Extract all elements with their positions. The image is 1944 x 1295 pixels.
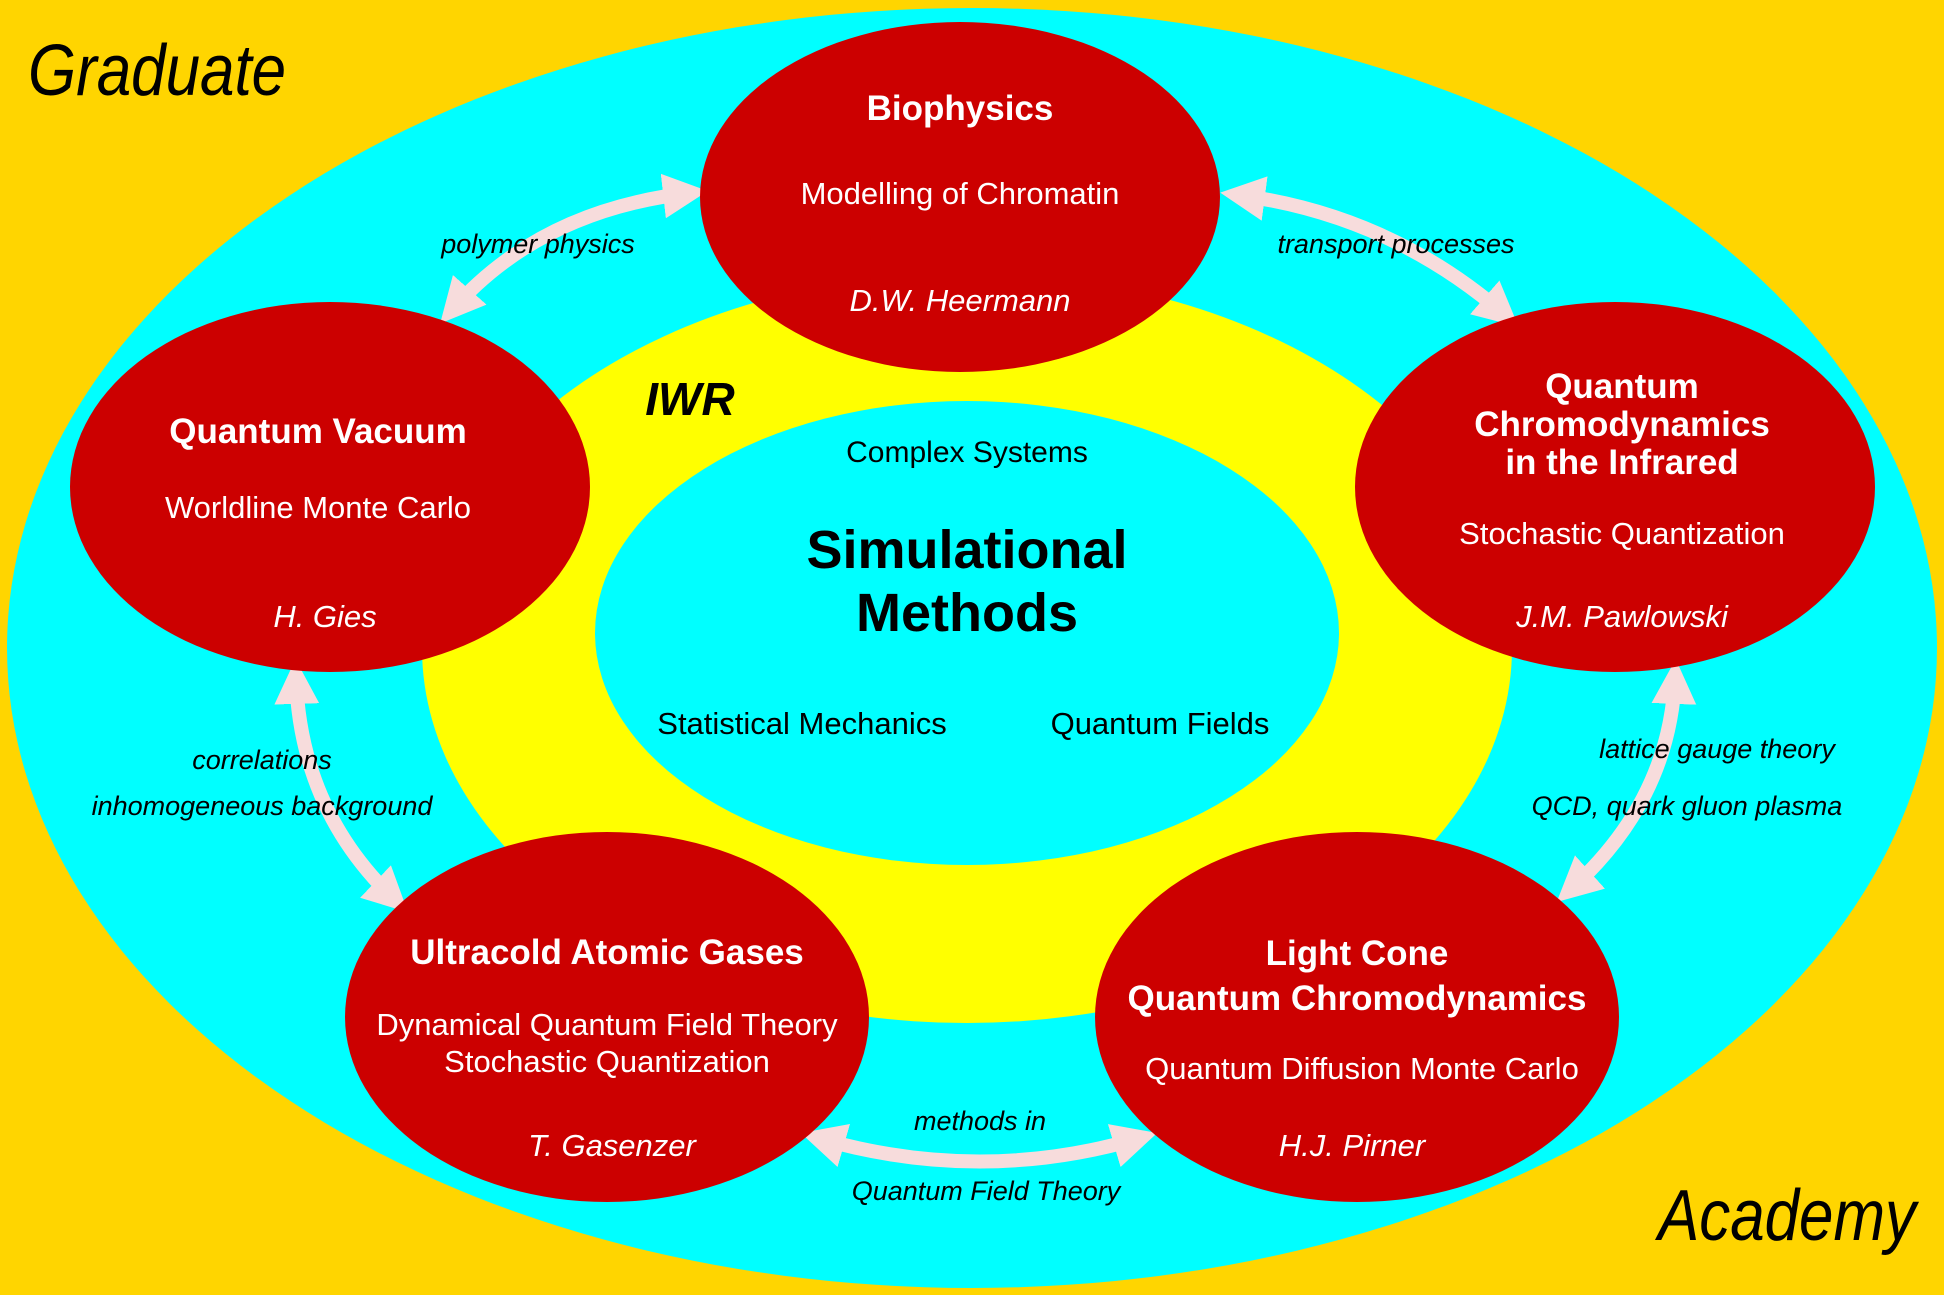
core-left-label: Statistical Mechanics <box>657 706 946 741</box>
node-light-cone-text: Light Cone Quantum Chromodynamics Quantu… <box>1128 934 1587 1163</box>
node-title-line2: Chromodynamics <box>1474 405 1770 444</box>
core-ellipse <box>595 401 1339 865</box>
arrow-ultracold-lightcone <box>800 1123 1158 1169</box>
node-method: Worldline Monte Carlo <box>165 490 471 525</box>
arrow-vacuum-ultracold <box>274 659 409 913</box>
node-title-line1: Light Cone <box>1266 934 1449 973</box>
link-label-qft: Quantum Field Theory <box>852 1176 1122 1206</box>
node-method-line1: Dynamical Quantum Field Theory <box>376 1007 838 1042</box>
link-labels: polymer physics transport processes corr… <box>92 229 1843 1206</box>
link-label-correlations: correlations <box>192 745 332 775</box>
node-title: Ultracold Atomic Gases <box>410 933 804 972</box>
core-content: Complex Systems Simulational Methods Sta… <box>657 436 1269 741</box>
node-light-cone <box>1095 832 1619 1202</box>
node-title: Quantum Vacuum <box>169 412 467 451</box>
node-title: Biophysics <box>867 89 1054 128</box>
link-label-methods-in: methods in <box>914 1106 1046 1136</box>
node-title-line2: Quantum Chromodynamics <box>1128 979 1587 1018</box>
node-method: Modelling of Chromatin <box>801 176 1120 211</box>
core-title-line2: Methods <box>856 583 1078 643</box>
link-label-lattice: lattice gauge theory <box>1599 734 1836 764</box>
node-biophysics-text: Biophysics Modelling of Chromatin D.W. H… <box>801 89 1120 318</box>
node-method: Stochastic Quantization <box>1459 516 1785 551</box>
link-label-inhomogeneous: inhomogeneous background <box>92 791 434 821</box>
node-biophysics <box>700 22 1220 372</box>
node-ultracold <box>345 832 869 1202</box>
node-person: H.J. Pirner <box>1279 1128 1427 1163</box>
node-quantum-vacuum <box>70 302 590 672</box>
node-quantum-vacuum-text: Quantum Vacuum Worldline Monte Carlo H. … <box>165 412 471 634</box>
node-title-line3: in the Infrared <box>1505 443 1738 482</box>
node-person: D.W. Heermann <box>849 283 1070 318</box>
node-ultracold-text: Ultracold Atomic Gases Dynamical Quantum… <box>376 933 838 1163</box>
node-person: H. Gies <box>273 599 376 634</box>
node-qcd-infrared-text: Quantum Chromodynamics in the Infrared S… <box>1459 367 1785 634</box>
node-method-line2: Stochastic Quantization <box>444 1044 770 1079</box>
node-qcd-infrared <box>1355 302 1875 672</box>
institute-label: IWR <box>645 373 734 425</box>
node-person: J.M. Pawlowski <box>1515 599 1729 634</box>
node-person: T. Gasenzer <box>528 1128 697 1163</box>
node-title-line1: Quantum <box>1545 367 1699 406</box>
arrow-qcd-lightcone <box>1556 659 1697 902</box>
core-right-label: Quantum Fields <box>1051 706 1270 741</box>
core-top-label: Complex Systems <box>846 436 1088 469</box>
link-label-polymer: polymer physics <box>440 229 635 259</box>
core-title-line1: Simulational <box>806 520 1127 580</box>
arrow-bio-qcd <box>1220 176 1519 327</box>
corner-label-graduate: Graduate <box>28 31 286 111</box>
link-label-qcd-plasma: QCD, quark gluon plasma <box>1532 791 1843 821</box>
node-method: Quantum Diffusion Monte Carlo <box>1145 1051 1579 1086</box>
arrow-bio-vacuum <box>440 173 708 324</box>
corner-label-academy: Academy <box>1654 1176 1919 1256</box>
link-label-transport: transport processes <box>1277 229 1514 259</box>
connection-arrows <box>274 173 1697 1169</box>
